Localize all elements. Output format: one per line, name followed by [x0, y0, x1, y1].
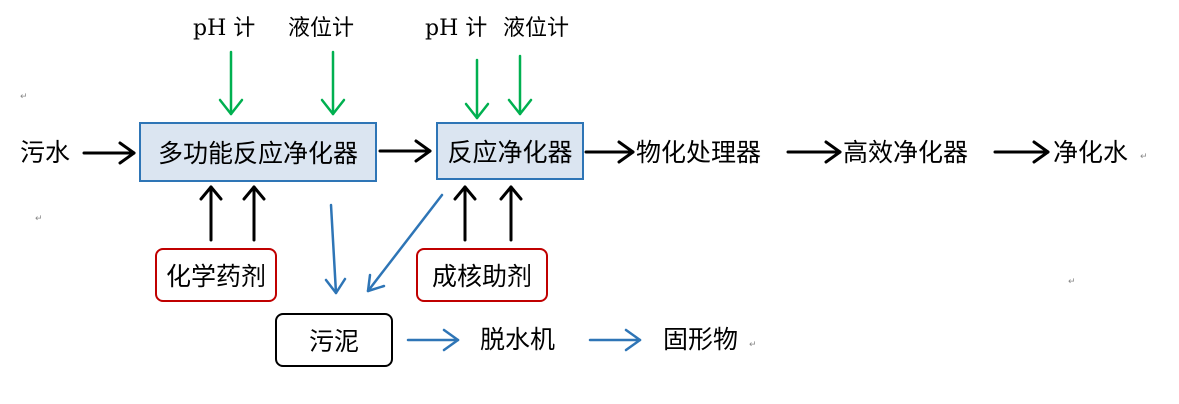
arrow-high-eff-to-clean-water	[993, 140, 1050, 164]
clean-water-label: 净化水	[1053, 138, 1129, 167]
arrow-dewatering-to-solids	[588, 328, 642, 352]
arrow-sewage-to-multi-purifier	[82, 141, 136, 165]
level-meter-label-1: 液位计	[288, 16, 355, 41]
arrow-sludge-to-dewatering	[406, 328, 460, 352]
arrow-reaction-to-phys-chem	[584, 140, 635, 164]
solids-label: 固形物	[663, 325, 739, 354]
nucleation-aid-label: 成核助剂	[431, 262, 532, 291]
multi-function-purifier-box: 多功能反应净化器	[139, 122, 377, 182]
arrow-level-meter-2-down	[507, 54, 533, 116]
multi-function-purifier-label: 多功能反应净化器	[157, 139, 358, 168]
arrow-reaction-to-sludge	[366, 193, 444, 293]
arrow-chemicals-up-2	[242, 185, 266, 242]
arrow-ph-meter-2-down	[464, 58, 490, 120]
reaction-purifier-label: 反应净化器	[447, 138, 573, 167]
arrow-level-meter-1-down	[320, 50, 346, 116]
paragraph-mark: ↵	[35, 214, 43, 224]
chemicals-label: 化学药剂	[165, 262, 266, 291]
arrow-nucleation-up-1	[453, 185, 477, 242]
level-meter-label-2: 液位计	[503, 16, 570, 41]
reaction-purifier-box: 反应净化器	[436, 122, 584, 180]
arrow-multi-to-reaction-purifier	[378, 139, 432, 163]
paragraph-mark: ↵	[20, 92, 28, 102]
sludge-label: 污泥	[308, 327, 359, 356]
arrow-nucleation-up-2	[499, 185, 523, 242]
paragraph-mark: ↵	[749, 340, 757, 350]
sludge-box: 污泥	[275, 313, 393, 367]
nucleation-aid-box: 成核助剂	[416, 248, 548, 302]
high-efficiency-purifier-label: 高效净化器	[843, 138, 969, 167]
arrow-chemicals-up-1	[199, 185, 223, 242]
ph-meter-label-2: pH 计	[425, 16, 488, 41]
arrow-phys-chem-to-high-eff	[786, 140, 842, 164]
paragraph-mark: ↵	[1140, 152, 1148, 162]
ph-meter-label-1: pH 计	[193, 16, 256, 41]
chemicals-box: 化学药剂	[155, 248, 277, 302]
dewatering-machine-label: 脱水机	[480, 325, 556, 354]
arrow-multi-to-sludge	[324, 203, 347, 295]
phys-chem-processor-label: 物化处理器	[636, 138, 762, 167]
paragraph-mark: ↵	[1068, 277, 1076, 287]
arrow-ph-meter-1-down	[218, 50, 244, 116]
sewage-label: 污水	[20, 138, 71, 167]
